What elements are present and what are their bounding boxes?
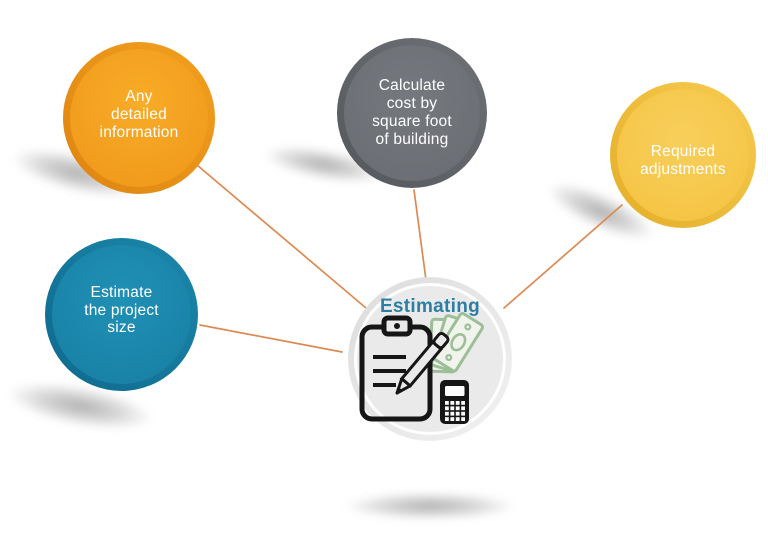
node-label: Estimate the project size (84, 283, 159, 337)
connector-gray-to-hub (413, 189, 427, 281)
clipboard-pencil-icon (359, 315, 450, 422)
node-any-detailed-information: Any detailed information (63, 42, 215, 194)
shadow-hub (344, 492, 516, 520)
node-required-adjustments: Required adjustments (610, 82, 756, 228)
connector-yellow-to-hub (503, 204, 623, 309)
calculator-icon (440, 380, 469, 424)
node-label: Calculate cost by square foot of buildin… (372, 77, 452, 148)
connector-orange-to-hub (196, 164, 367, 309)
hub-estimating: Estimating (348, 277, 512, 441)
hub-icon-cluster (359, 312, 484, 424)
hub-title: Estimating (379, 296, 481, 317)
connector-teal-to-hub (199, 324, 343, 353)
node-estimate-the-project-size: Estimate the project size (45, 238, 198, 391)
node-label: Any detailed information (99, 88, 179, 141)
node-calculate-cost-by-square-foot: Calculate cost by square foot of buildin… (337, 38, 487, 188)
node-label: Required adjustments (640, 143, 726, 178)
